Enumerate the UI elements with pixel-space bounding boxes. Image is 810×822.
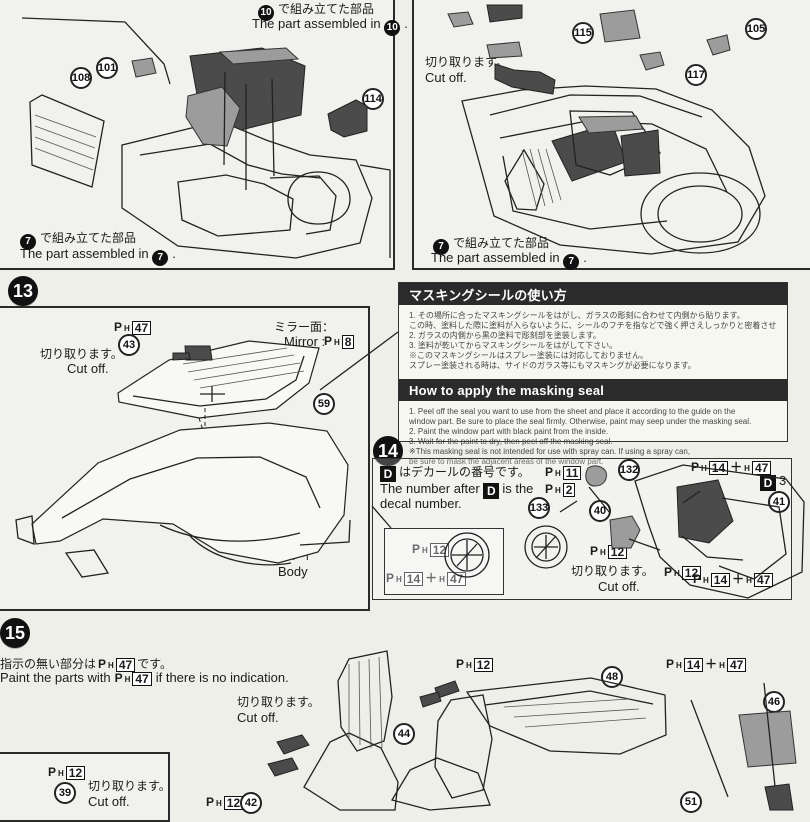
step13-cut-jp: 切り取ります。 xyxy=(40,347,123,361)
part-114-label: 114 xyxy=(362,88,384,110)
part-105-label: 105 xyxy=(745,18,767,40)
top-right-illustration xyxy=(447,4,766,255)
step-15-badge: 15 xyxy=(0,618,30,648)
masking-en-lines: 1. Peel off the seal you want to use fro… xyxy=(409,407,752,466)
step15-cut-en: Cut off. xyxy=(237,710,279,725)
masking-jp-title: マスキングシールの使い方 xyxy=(399,283,787,305)
body-en: Body xyxy=(278,564,308,579)
top-right-step-7-badge: 7 xyxy=(433,238,449,255)
part-59-label: 59 xyxy=(313,393,335,415)
part-133-label: 133 xyxy=(528,497,550,519)
step-14-badge: 14 xyxy=(373,436,403,466)
step-13-badge: 13 xyxy=(8,276,38,306)
masking-seal-panel: マスキングシールの使い方 1. その場所に合ったマスキングシールをはがし、ガラス… xyxy=(398,282,788,466)
step-ref-10-badge-2: 10 xyxy=(384,19,401,36)
decal-en-2: decal number. xyxy=(380,496,462,511)
part-132-label: 132 xyxy=(618,459,640,481)
top-left-en-label: The part assembled in 10. xyxy=(252,16,408,36)
part-41-label: 41 xyxy=(768,491,790,513)
part-115-label: 115 xyxy=(572,22,594,44)
part-48-label: 48 xyxy=(601,666,623,688)
top-left-illustration xyxy=(21,17,391,259)
part-44-label: 44 xyxy=(393,723,415,745)
part-43-label: 43 xyxy=(118,334,140,356)
step15-cut-jp: 切り取ります。 xyxy=(237,695,320,709)
masking-leader-line xyxy=(319,331,399,391)
top-right-bottom-en: The part assembled in 7. xyxy=(431,250,587,270)
step-ref-7-badge: 7 xyxy=(20,233,36,250)
part-101-label: 101 xyxy=(96,57,118,79)
masking-en-title: How to apply the masking seal xyxy=(399,379,787,401)
step-ref-10-badge: 10 xyxy=(258,4,274,21)
bottom-left-en-label: The part assembled in 7. xyxy=(20,246,176,266)
top-right-cut-jp: 切り取ります。 xyxy=(425,55,508,69)
top-right-cut-en: Cut off. xyxy=(425,70,467,85)
step13-cut-en: Cut off. xyxy=(67,361,109,376)
step-ref-7-badge-2: 7 xyxy=(152,249,169,266)
step15-cut-jp-2: 切り取ります。 xyxy=(88,779,171,793)
part-39-label: 39 xyxy=(54,782,76,804)
part-117-label: 117 xyxy=(685,64,707,86)
masking-jp-lines: 1. その場所に合ったマスキングシールをはがし、ガラスの彫刻に合わせて内側から貼… xyxy=(409,311,777,370)
top-right-step-7-badge-2: 7 xyxy=(563,253,580,270)
steering-inset-box xyxy=(384,528,504,595)
mirror-jp: ミラー面： xyxy=(274,320,335,334)
part-108-label: 108 xyxy=(70,67,92,89)
step14-cut-en: Cut off. xyxy=(598,579,640,594)
step14-cut-jp: 切り取ります。 xyxy=(571,564,654,578)
step13-illustration xyxy=(15,340,351,578)
step15-cut-en-2: Cut off. xyxy=(88,794,130,809)
